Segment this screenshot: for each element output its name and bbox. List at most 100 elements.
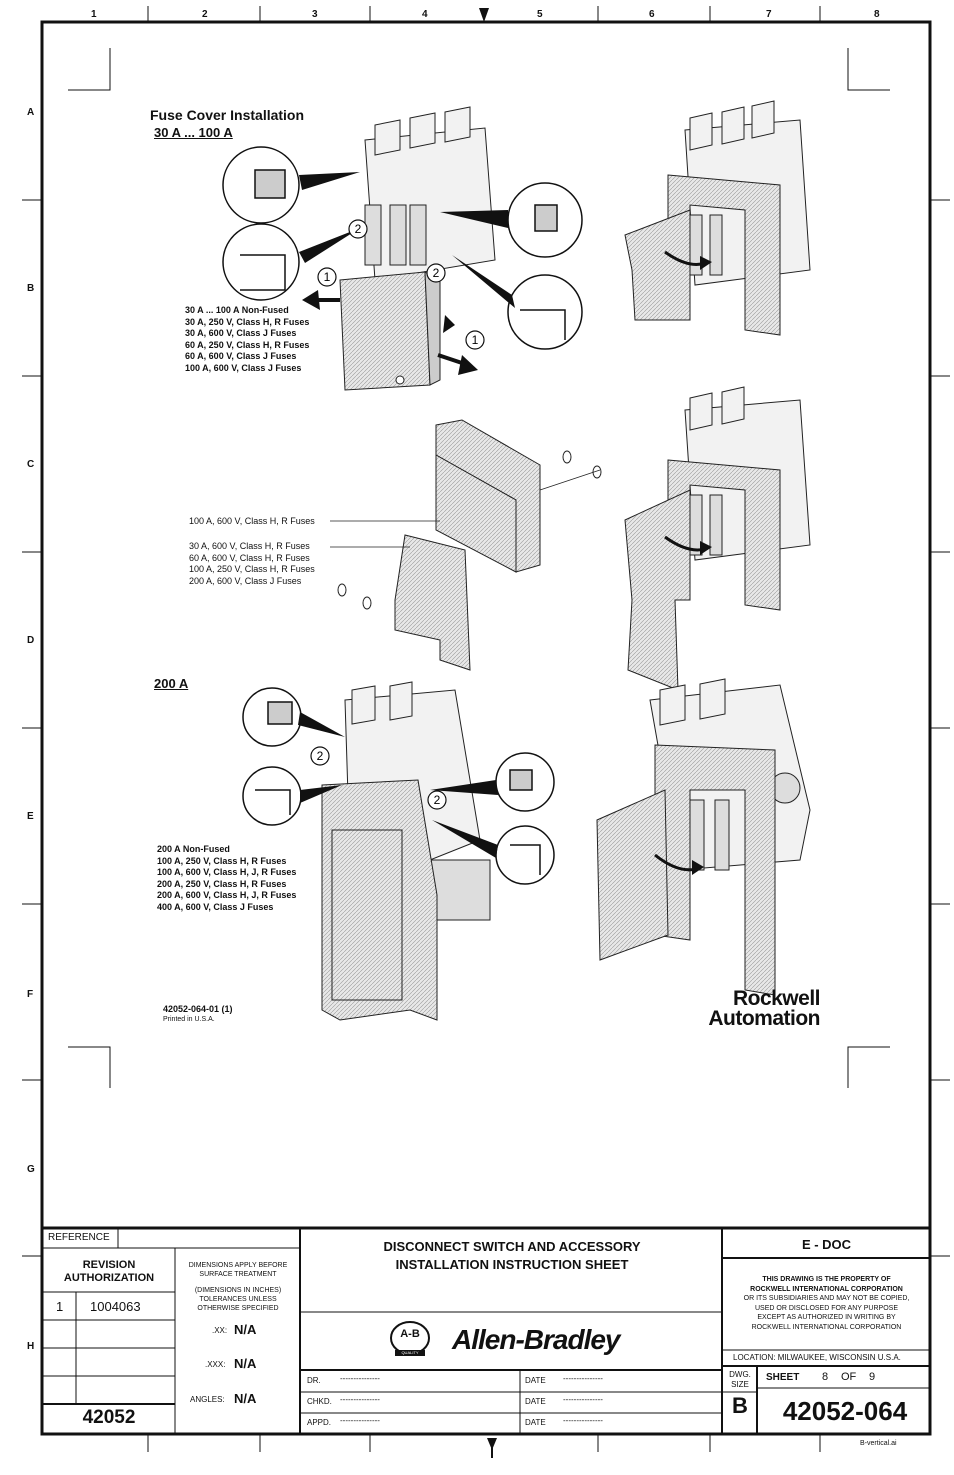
property-line: OR ITS SUBSIDIARIES AND MAY NOT BE COPIE… [743,1295,910,1302]
zone-col-6: 6 [649,9,655,20]
angles-value: N/A [234,1391,257,1406]
switch-assembly-1 [339,106,496,391]
chkd-label: CHKD. [307,1397,332,1406]
property-line: USED OR DISCLOSED FOR ANY PURPOSE [754,1304,898,1312]
rev-number: 1 [56,1299,64,1314]
section1-subtitle: 30 A ... 100 A [154,125,233,140]
zone-col-2: 2 [202,9,208,20]
note-line: 200 A, 250 V, Class H, R Fuses [157,878,287,889]
zone-col-3: 3 [312,9,318,20]
revision-authorization: REVISION AUTHORIZATION [63,1259,155,1284]
property-line: ROCKWELL INTERNATIONAL CORPORATION [751,1323,902,1331]
zone-col-7: 7 [766,9,772,20]
dwg-size-label: DWG. SIZE [729,1370,751,1389]
switch-assembly-installed-1 [624,100,811,336]
zone-col-1: 1 [91,9,97,20]
xx-value: N/A [234,1322,257,1337]
property-line: THIS DRAWING IS THE PROPERTY OF [762,1276,891,1283]
rockwell-logo-line1: Rockwell [732,987,821,1010]
fuse-cover-exploded [394,419,541,671]
note-line: 400 A, 600 V, Class J Fuses [157,901,274,912]
allen-bradley-brand: Allen-Bradley [452,1324,620,1355]
chkd-value: --------------- [340,1395,380,1404]
doc-number: 42052-064-01 (1) [163,1004,233,1014]
drawing-title-line1: DISCONNECT SWITCH AND ACCESSORY [383,1239,641,1254]
switch-assembly-installed-2 [624,386,811,691]
property-notice: THIS DRAWING IS THE PROPERTY OF ROCKWELL… [724,1275,929,1332]
note-line: 30 A ... 100 A Non-Fused [185,305,289,315]
sheet-label: SHEET [766,1372,800,1383]
note-line: 200 A, 600 V, Class H, J, R Fuses [157,890,297,900]
note-line: 100 A, 250 V, Class H, R Fuses [157,855,287,866]
callout-100a: 100 A, 600 V, Class H, R Fuses [189,516,315,526]
zone-row-c: C [27,459,35,470]
printed-in: Printed in U.S.A. [163,1016,215,1023]
zone-row-h: H [27,1341,35,1352]
section3-notes: 200 A Non-Fused 100 A, 250 V, Class H, R… [157,844,296,913]
callout-list: 30 A, 600 V, Class H, R Fuses 60 A, 600 … [189,541,315,587]
note-line: 100 A, 600 V, Class J Fuses [185,362,302,373]
sheet-number: 8 [822,1371,829,1383]
callout-line: 60 A, 600 V, Class H, R Fuses [189,552,310,563]
reference-label: REFERENCE [48,1232,110,1243]
sheet-total: 9 [869,1371,876,1383]
drawing-title-line2: INSTALLATION INSTRUCTION SHEET [395,1257,629,1272]
date-value-2: --------------- [563,1395,603,1404]
date-label-1: DATE [525,1376,546,1385]
rockwell-logo-line2: Automation [708,1007,820,1030]
detail-callouts-3 [242,687,555,885]
switch-assembly-200a [321,681,491,1021]
section3-title: 200 A [154,676,189,691]
zone-row-d: D [27,635,35,646]
callout-line: 30 A, 600 V, Class H, R Fuses [189,541,310,551]
step-1a: 1 [324,270,331,284]
note-line: 100 A, 600 V, Class H, J, R Fuses [157,867,297,877]
dr-label: DR. [307,1376,321,1385]
step-2c: 2 [317,749,324,763]
dimensions-note-1: DIMENSIONS APPLY BEFORE SURFACE TREATMEN… [188,1262,288,1278]
xxx-value: N/A [234,1356,257,1371]
ab-logo-quality: QUALITY [401,1350,419,1355]
xx-label: .XX: [212,1326,228,1335]
date-value-1: --------------- [563,1374,603,1383]
note-line: 60 A, 250 V, Class H, R Fuses [185,339,310,350]
property-line: ROCKWELL INTERNATIONAL CORPORATION [750,1285,903,1293]
appd-value: --------------- [340,1416,380,1425]
step-2b: 2 [433,266,440,280]
rockwell-logo: Rockwell Automation [665,987,821,1030]
date-label-3: DATE [525,1418,546,1427]
zone-row-b: B [27,283,35,294]
section1-notes: 30 A ... 100 A Non-Fused 30 A, 250 V, Cl… [185,305,309,374]
zone-row-a: A [27,107,35,118]
zone-row-g: G [27,1164,35,1175]
rev-code: 1004063 [90,1299,141,1314]
drawing-title: DISCONNECT SWITCH AND ACCESSORY INSTALLA… [302,1238,722,1274]
sheet-of: OF [841,1371,857,1383]
date-label-2: DATE [525,1397,546,1406]
step-2d: 2 [434,793,441,807]
zone-col-8: 8 [874,9,880,20]
detail-callouts-1 [222,146,583,350]
zone-col-4: 4 [422,9,428,20]
dimensions-note-2: (DIMENSIONS IN INCHES) TOLERANCES UNLESS… [194,1287,282,1312]
property-line: EXCEPT AS AUTHORIZED IN WRITING BY [757,1314,896,1321]
edoc-label: E - DOC [801,1237,852,1252]
note-line: 200 A Non-Fused [157,844,230,854]
note-line: 30 A, 600 V, Class J Fuses [185,328,297,338]
switch-assembly-installed-200a [596,678,811,996]
file-name: B-vertical.ai [860,1440,897,1447]
dr-value: --------------- [340,1374,380,1383]
step-1b: 1 [472,333,479,347]
appd-label: APPD. [307,1418,332,1427]
part-number: 42052 [82,1407,136,1428]
zone-row-f: F [27,989,34,1000]
angles-label: ANGLES: [190,1395,225,1404]
location: LOCATION: MILWAUKEE, WISCONSIN U.S.A. [733,1353,901,1362]
step-2a: 2 [355,222,362,236]
xxx-label: .XXX: [205,1360,226,1369]
zone-row-e: E [27,811,34,822]
note-line: 60 A, 600 V, Class J Fuses [185,351,297,361]
callout-line: 100 A, 250 V, Class H, R Fuses [189,564,315,574]
